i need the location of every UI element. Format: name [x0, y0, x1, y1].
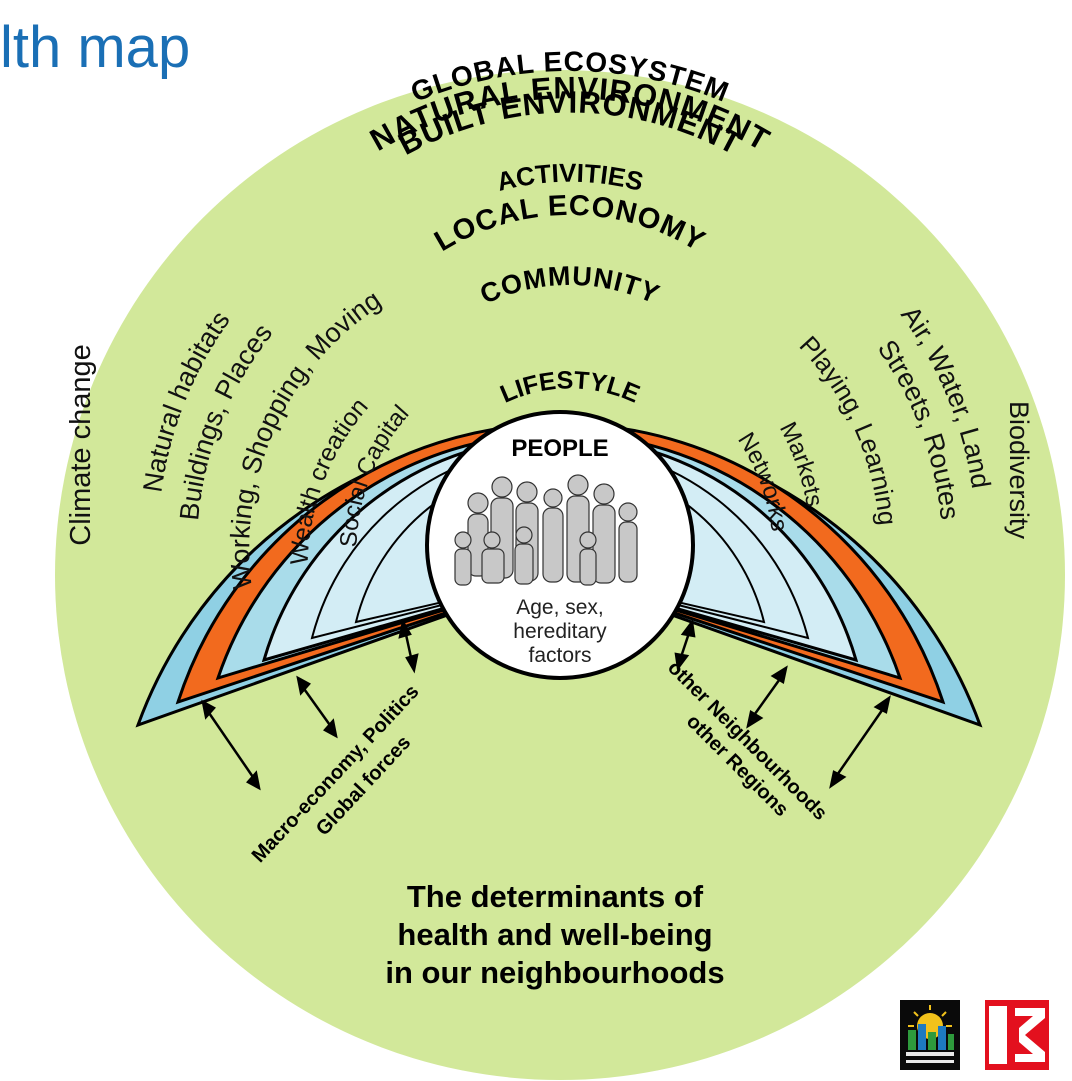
- people-factor-line-3: factors: [528, 644, 591, 667]
- healthy-cities-logo: [900, 1000, 960, 1070]
- label-people: PEOPLE: [511, 435, 608, 462]
- caption-line-3: in our neighbourhoods: [385, 955, 725, 990]
- people-factor-line-2: hereditary: [513, 620, 607, 643]
- caption-line-1: The determinants of: [406, 879, 704, 914]
- diagram-caption: The determinants of health and well-bein…: [300, 878, 810, 992]
- arrows-right: [674, 618, 891, 789]
- page-title: lth map: [0, 15, 191, 80]
- people-silhouettes-icon: [454, 474, 638, 586]
- label-climate-change: Climate change: [65, 344, 97, 546]
- caption-line-2: health and well-being: [397, 917, 713, 952]
- people-factor-line-1: Age, sex,: [516, 596, 604, 619]
- uwe-logo: [985, 1000, 1049, 1070]
- arrows-left: [201, 618, 419, 791]
- label-biodiversity: Biodiversity: [1004, 401, 1034, 540]
